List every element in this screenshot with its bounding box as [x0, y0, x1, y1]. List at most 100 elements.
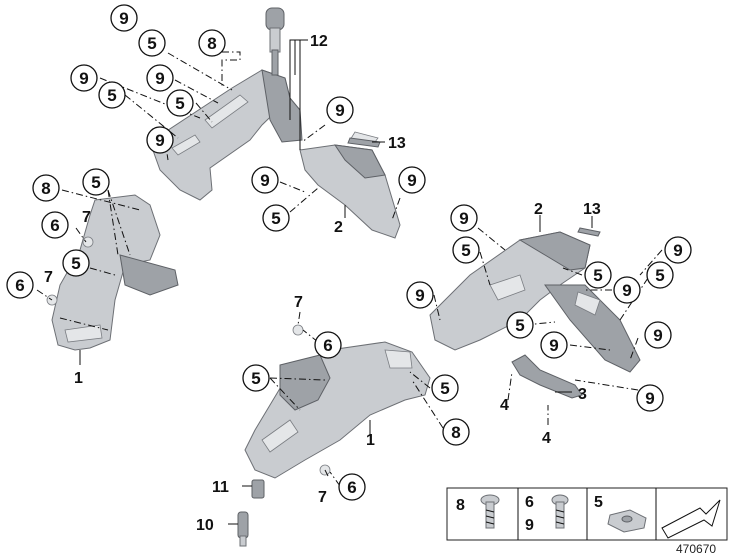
bottom-center-panel: [244, 341, 431, 479]
callout-5-left-top: 5: [82, 168, 110, 196]
svg-text:5: 5: [515, 316, 524, 335]
callout-6-left-low: 6: [6, 271, 34, 299]
svg-text:9: 9: [673, 241, 682, 260]
svg-text:5: 5: [271, 209, 280, 228]
label-10: 10: [196, 517, 214, 534]
label-2-top: 2: [334, 219, 343, 236]
washer: [82, 236, 94, 248]
callout-6-bottom-top: 6: [314, 331, 342, 359]
svg-text:9: 9: [119, 9, 128, 28]
svg-text:5: 5: [251, 369, 260, 388]
label-7-left-low: 7: [44, 269, 53, 286]
legend-label-9: 9: [525, 517, 534, 534]
svg-text:9: 9: [653, 326, 662, 345]
pan-screw-icon: [551, 494, 569, 529]
callout-8-left: 8: [32, 174, 60, 202]
svg-text:9: 9: [155, 131, 164, 150]
callout-5-bottom-left: 5: [242, 364, 270, 392]
svg-text:9: 9: [415, 286, 424, 305]
svg-text:5: 5: [655, 266, 664, 285]
svg-text:9: 9: [645, 389, 654, 408]
svg-text:9: 9: [407, 171, 416, 190]
callout-5-right-bottom: 5: [506, 311, 534, 339]
torx-screw-icon: [480, 494, 500, 529]
right-side-panel: [429, 231, 641, 373]
label-1-left: 1: [74, 370, 83, 387]
fastener-legend: 8 6 9 5: [446, 487, 728, 541]
callout-5-center-mid: 5: [262, 204, 290, 232]
callout-5-top: 5: [138, 29, 166, 57]
callout-8-bottom-right: 8: [442, 418, 470, 446]
svg-text:9: 9: [79, 69, 88, 88]
bottom-sensor: [237, 479, 265, 547]
svg-text:5: 5: [107, 86, 116, 105]
svg-text:6: 6: [347, 478, 356, 497]
label-7-bottom-top: 7: [294, 294, 303, 311]
label-2-right: 2: [534, 201, 543, 218]
label-13-top: 13: [388, 135, 406, 152]
callout-9-upper-mid: 9: [146, 64, 174, 92]
label-13-right: 13: [583, 201, 601, 218]
svg-text:6: 6: [15, 276, 24, 295]
callout-5-right-top: 5: [452, 236, 480, 264]
label-4-left: 4: [500, 397, 509, 414]
label-7-left-top: 7: [82, 209, 91, 226]
callout-9-right-far-top: 9: [664, 236, 692, 264]
callout-5-upper-mid: 5: [166, 89, 194, 117]
callout-9-right-mid: 9: [613, 276, 641, 304]
svg-text:9: 9: [335, 101, 344, 120]
svg-text:6: 6: [50, 216, 59, 235]
callout-9-upper-low: 9: [146, 126, 174, 154]
svg-text:9: 9: [549, 336, 558, 355]
callout-5-left-mid: 5: [62, 249, 90, 277]
small-bracket: [511, 354, 583, 399]
callout-9-right-far-low: 9: [644, 321, 672, 349]
callout-9-center-top: 9: [326, 96, 354, 124]
svg-text:9: 9: [260, 171, 269, 190]
svg-text:5: 5: [71, 254, 80, 273]
callout-9-right-left: 9: [406, 281, 434, 309]
svg-text:8: 8: [207, 34, 216, 53]
callout-9-right-lowest: 9: [636, 384, 664, 412]
upper-left-trim-panel: [149, 69, 303, 201]
callout-5-bottom-right: 5: [431, 374, 459, 402]
label-11: 11: [212, 479, 229, 496]
svg-text:9: 9: [155, 69, 164, 88]
svg-text:5: 5: [593, 266, 602, 285]
callout-9-right-top: 9: [450, 204, 478, 232]
legend-label-5: 5: [594, 494, 603, 511]
svg-text:5: 5: [461, 241, 470, 260]
callout-5-upper-left: 5: [98, 81, 126, 109]
callout-6-left-mid: 6: [41, 211, 69, 239]
clip-nut-icon: [607, 509, 647, 533]
svg-text:5: 5: [147, 34, 156, 53]
callout-8-top: 8: [198, 29, 226, 57]
svg-text:5: 5: [440, 379, 449, 398]
svg-text:8: 8: [451, 423, 460, 442]
label-4-bottom: 4: [542, 430, 551, 447]
legend-label-8: 8: [456, 497, 465, 514]
arrow-icon: [661, 499, 721, 539]
label-7-bottom-low: 7: [318, 489, 327, 506]
svg-text:5: 5: [91, 173, 100, 192]
svg-text:5: 5: [175, 94, 184, 113]
callout-9-center-mid: 9: [251, 166, 279, 194]
callout-6-bottom-low: 6: [338, 473, 366, 501]
legend-label-6: 6: [525, 494, 534, 511]
callout-9-center-right: 9: [398, 166, 426, 194]
callout-5-right-mid: 5: [584, 261, 612, 289]
clip: [347, 137, 381, 148]
svg-text:9: 9: [459, 209, 468, 228]
clip: [577, 227, 601, 237]
callout-9-upper-left: 9: [70, 64, 98, 92]
callout-9-right-bottom: 9: [540, 331, 568, 359]
washer: [292, 324, 304, 336]
svg-text:6: 6: [323, 336, 332, 355]
label-12: 12: [310, 33, 328, 50]
callout-9-top: 9: [110, 4, 138, 32]
label-3: 3: [578, 386, 587, 403]
label-1-bottom: 1: [366, 432, 375, 449]
diagram-id: 470670: [676, 542, 716, 556]
callout-5-right-far: 5: [646, 261, 674, 289]
